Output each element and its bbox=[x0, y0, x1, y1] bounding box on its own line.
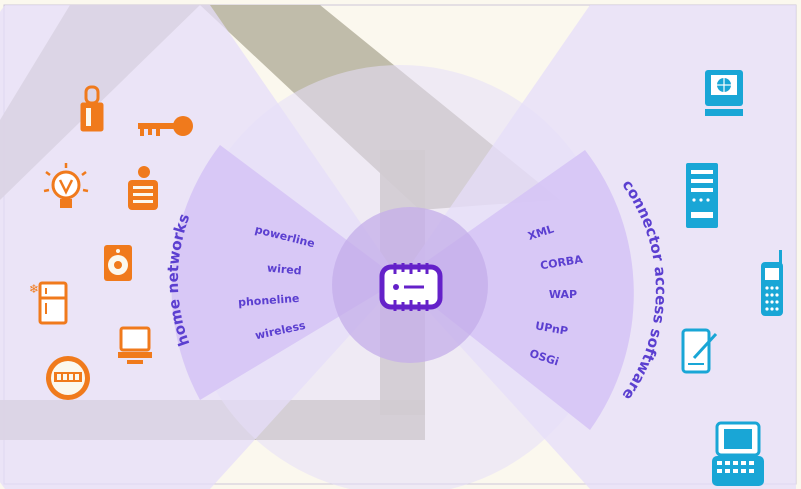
utility-meter-icon bbox=[46, 356, 90, 400]
network-item: phoneline bbox=[238, 292, 300, 309]
fridge-icon: ❄ bbox=[29, 281, 68, 325]
speaker-icon bbox=[104, 245, 132, 281]
network-item: wired bbox=[266, 262, 302, 278]
gateway-chip-icon bbox=[379, 263, 443, 311]
tablet-pen-icon bbox=[681, 328, 718, 374]
svg-text:❄: ❄ bbox=[29, 282, 39, 296]
security-lock-icon bbox=[80, 85, 104, 132]
server-tower-icon bbox=[686, 163, 718, 228]
key-icon bbox=[138, 116, 193, 136]
home-networks-fan bbox=[171, 145, 400, 400]
handheld-keyboard-device-icon bbox=[712, 421, 764, 486]
mobile-phone-icon bbox=[761, 250, 783, 316]
protocol-item: WAP bbox=[549, 288, 577, 301]
interactive-tv-icon bbox=[705, 70, 743, 116]
thermostat-heater-icon bbox=[128, 166, 158, 210]
access-software-fan bbox=[400, 150, 634, 430]
light-bulb-icon bbox=[43, 163, 89, 208]
protocol-item: UPnP bbox=[534, 319, 569, 338]
computer-monitor-icon bbox=[118, 326, 152, 364]
